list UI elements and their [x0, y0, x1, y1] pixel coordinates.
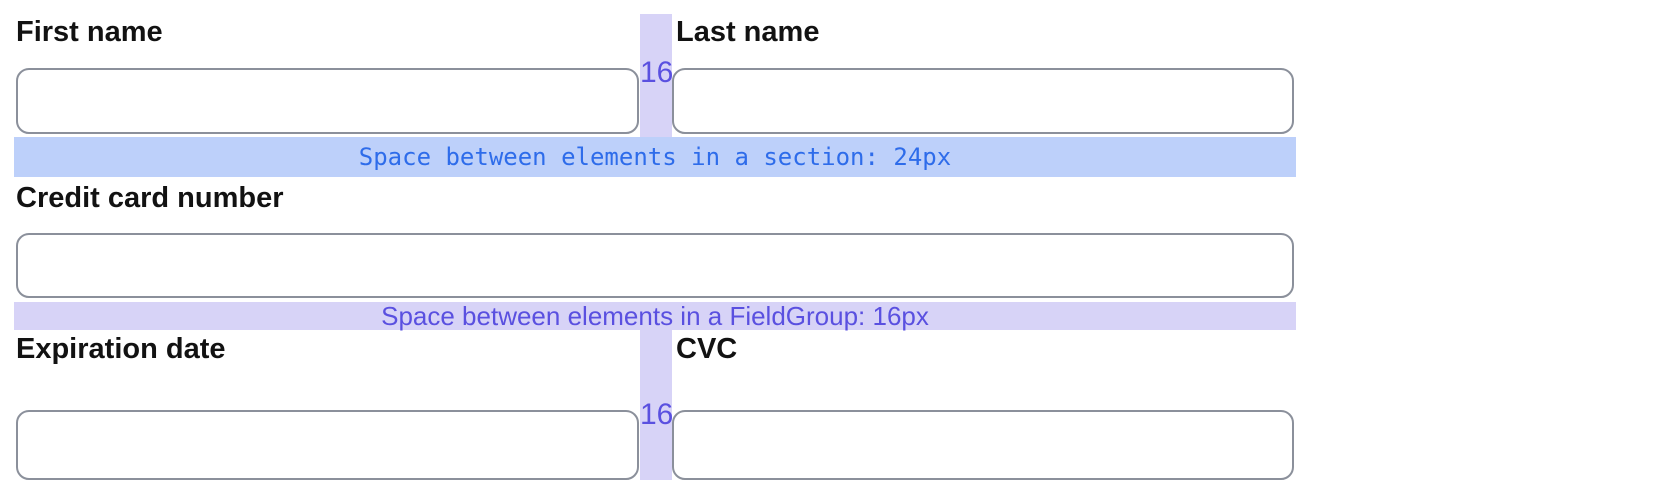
gutter-size-label-row2: 16	[640, 398, 674, 431]
gutter-highlight-row1	[640, 14, 672, 137]
cvc-label: CVC	[676, 333, 738, 365]
first-name-label: First name	[16, 16, 163, 48]
cvc-input[interactable]	[672, 410, 1294, 480]
expiration-date-label: Expiration date	[16, 333, 226, 365]
fieldgroup-spacing-band-label: Space between elements in a FieldGroup: …	[381, 300, 929, 331]
gutter-size-label-row1: 16	[640, 56, 674, 89]
card-number-input[interactable]	[16, 233, 1294, 298]
section-spacing-band-label: Space between elements in a section: 24p…	[358, 143, 952, 171]
first-name-input[interactable]	[16, 68, 639, 134]
fieldgroup-spacing-band: Space between elements in a FieldGroup: …	[14, 300, 1296, 331]
last-name-label: Last name	[676, 16, 820, 48]
gutter-highlight-row2	[640, 330, 672, 480]
section-spacing-band: Space between elements in a section: 24p…	[14, 137, 1296, 177]
card-number-label: Credit card number	[16, 182, 284, 214]
last-name-input[interactable]	[672, 68, 1294, 134]
expiration-date-input[interactable]	[16, 410, 639, 480]
